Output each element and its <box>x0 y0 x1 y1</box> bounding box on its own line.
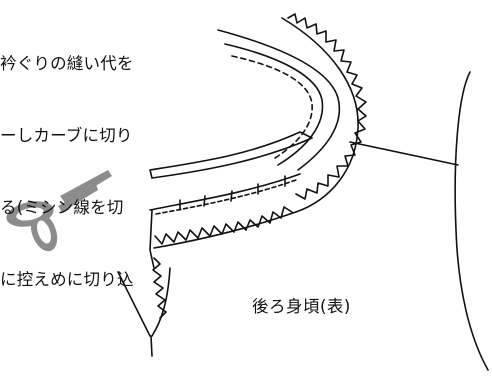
back-bodice-label: 後ろ身頃(表) <box>252 297 351 316</box>
facing-piece <box>149 131 313 179</box>
pinked-edge-outer <box>287 13 367 200</box>
body-outline <box>454 71 489 371</box>
instruction-line-1: 衿ぐりの縫い代を <box>0 54 134 73</box>
bodice-lower-line <box>153 211 297 249</box>
collar-inner-curve <box>224 43 324 166</box>
instruction-line-4: に控えめに切り込 <box>0 270 134 289</box>
notch-marks <box>179 175 286 211</box>
pinked-edge-tail <box>152 257 167 319</box>
bodice-left-edge <box>149 209 155 269</box>
back-neckline <box>149 173 301 211</box>
instruction-line-3: る(ミシン線を切 <box>0 198 124 217</box>
leader-line <box>349 141 459 166</box>
instruction-line-2: ーしカーブに切り <box>0 126 133 145</box>
dart-right <box>151 267 171 337</box>
instruction-text: 衿ぐりの縫い代を ーしカーブに切り る(ミシン線を切 に控えめに切り込 <box>0 4 175 340</box>
dart-tail <box>150 335 153 357</box>
back-seam-dashed <box>155 179 297 215</box>
neckline-seam-dashed <box>231 55 313 161</box>
pinked-edge-lower <box>154 206 293 245</box>
collar-outer-curve <box>217 29 341 171</box>
dart-left <box>117 271 151 337</box>
scissors-icon <box>6 170 112 252</box>
back-edge-right <box>281 17 359 213</box>
